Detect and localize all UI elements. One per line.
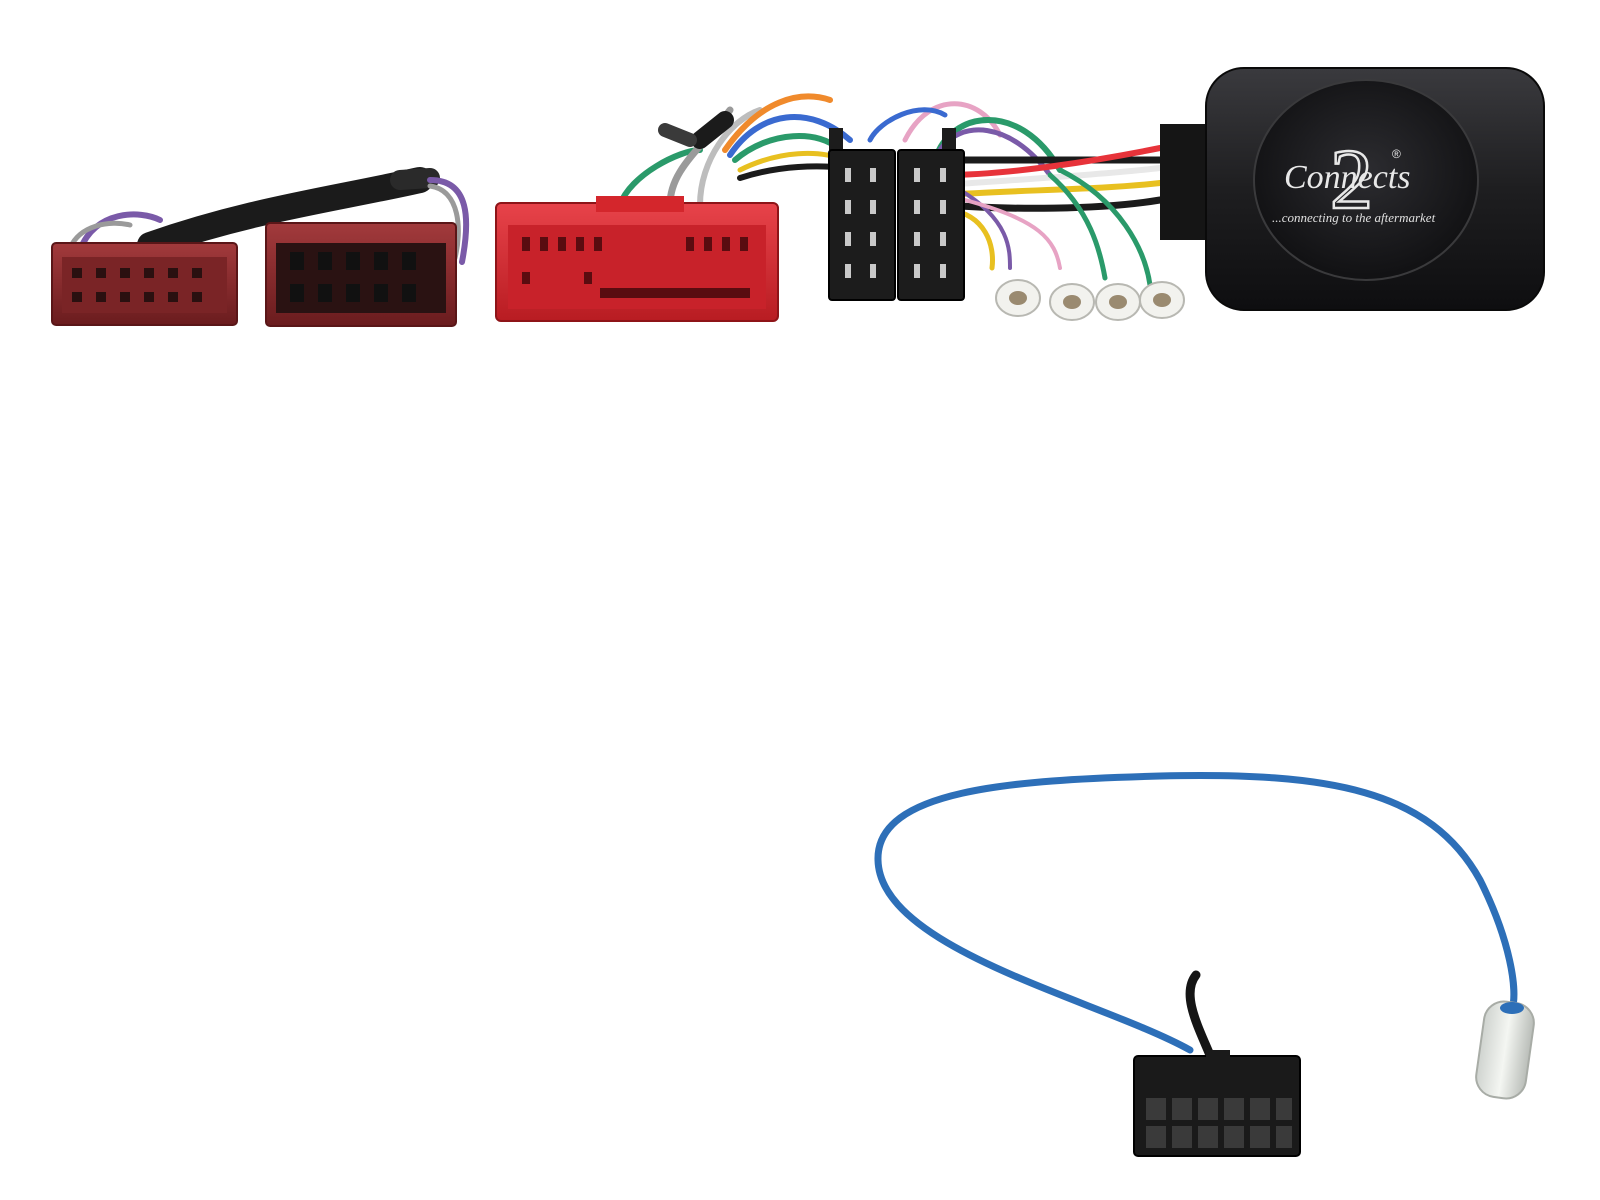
brand-logo: 2 Connects ® — [1284, 130, 1411, 229]
connector-pins — [290, 252, 416, 302]
brand-logo-numeral: 2 — [1330, 131, 1373, 227]
connector-maroon-large — [265, 222, 457, 327]
molex-plug — [1133, 1050, 1301, 1157]
registered-mark: ® — [1392, 147, 1401, 161]
patch-lead-cable — [874, 772, 1518, 1054]
spade-terminal — [1095, 283, 1141, 321]
connector-red-large — [495, 196, 779, 322]
patch-lead — [874, 772, 1535, 1157]
connector-pins — [522, 237, 750, 298]
patch-lead-black-wire — [1185, 970, 1217, 1065]
iso-pins — [845, 168, 946, 278]
connector-maroon-small — [51, 242, 238, 326]
iso-connector-pair — [828, 128, 965, 301]
spade-terminals — [995, 279, 1185, 321]
interface-module: 2 Connects ® ...connecting to the afterm… — [1160, 67, 1545, 311]
brand-logo-text: Connects — [1284, 159, 1411, 196]
spade-terminal — [1139, 281, 1185, 319]
brand-tagline: ...connecting to the aftermarket — [1272, 210, 1436, 225]
connector-pins — [72, 268, 202, 302]
spade-terminal — [995, 279, 1041, 317]
plug-pins — [1146, 1098, 1292, 1148]
spade-terminal — [1049, 283, 1095, 321]
jack-plug — [1475, 1000, 1535, 1100]
